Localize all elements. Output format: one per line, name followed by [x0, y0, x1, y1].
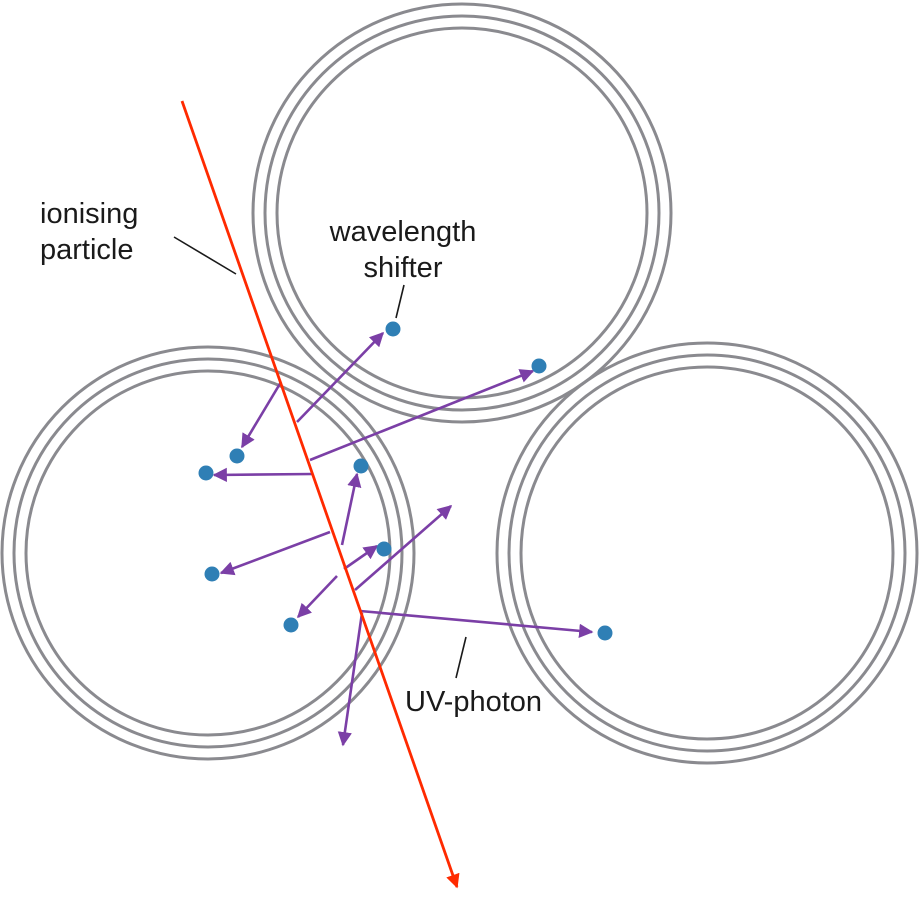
ionising-label-line2: particle — [40, 234, 134, 266]
ionising-leader-line — [173, 236, 237, 275]
shifter-dot — [597, 625, 613, 641]
particle-track — [180, 100, 460, 889]
photon-arrow — [359, 609, 594, 638]
tube-top-inner-ring — [275, 26, 649, 400]
tube-top — [251, 2, 673, 424]
photon-arrow — [343, 544, 379, 571]
shifter-dot — [376, 541, 392, 557]
photon-arrow — [354, 505, 453, 591]
tube-left-inner-ring — [24, 369, 392, 737]
photons — [212, 331, 594, 747]
shifter-dot — [353, 458, 369, 474]
uv-photon-label: UV-photon — [405, 686, 542, 718]
shifter-dot — [385, 321, 401, 337]
shifter-dot — [204, 566, 220, 582]
tube-left-middle-ring — [12, 357, 404, 749]
shifter-label-line2: shifter — [364, 252, 443, 284]
uv-photon-leader-line — [455, 636, 467, 679]
photon-arrow — [219, 530, 331, 576]
photon-arrow — [337, 612, 364, 747]
tube-top-outer-ring — [251, 2, 673, 424]
photon-arrow — [212, 467, 314, 483]
shifter-molecules — [198, 321, 613, 641]
tube-left-outer-ring — [0, 345, 416, 761]
tube-right — [495, 341, 919, 765]
photon-arrow — [340, 472, 362, 546]
photon-arrow — [240, 381, 283, 449]
shifter-dot — [229, 448, 245, 464]
shifter-label-line1: wavelength — [329, 216, 477, 248]
tube-right-inner-ring — [519, 365, 895, 741]
shifter-dot — [283, 617, 299, 633]
photon-arrow — [296, 331, 384, 423]
tube-right-middle-ring — [507, 353, 907, 753]
shifter-dot — [531, 358, 547, 374]
tube-left — [0, 345, 416, 761]
shifter-dot — [198, 465, 214, 481]
photon-arrow — [297, 575, 338, 619]
ionising-label-line1: ionising — [40, 198, 138, 230]
shifter-leader-line — [395, 284, 405, 319]
tube-right-outer-ring — [495, 341, 919, 765]
photon-arrow — [309, 369, 535, 462]
tube-top-middle-ring — [263, 14, 661, 412]
